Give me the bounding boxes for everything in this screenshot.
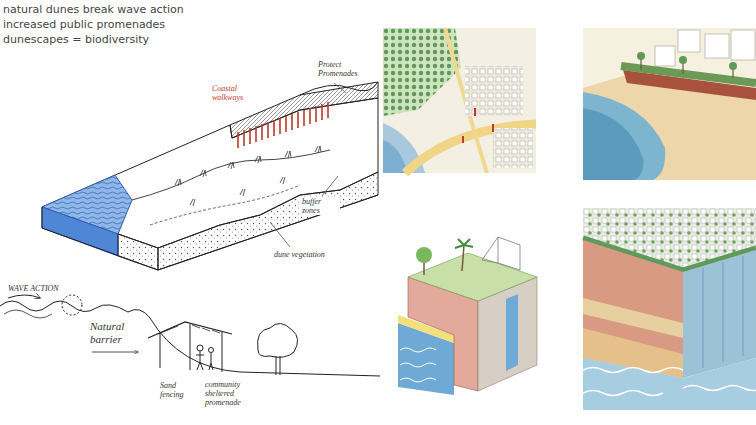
coastal-map-painting-part bbox=[463, 108, 493, 143]
beach-cliff-painting-part bbox=[678, 30, 700, 52]
block-edge bbox=[42, 195, 378, 270]
coastal-map-painting-part bbox=[405, 124, 536, 173]
beach-cliff-painting-part bbox=[583, 92, 665, 180]
section-painting-part bbox=[423, 261, 425, 275]
underline-arrow bbox=[92, 352, 138, 353]
dashed-circle bbox=[62, 295, 82, 315]
coastal-map-painting-part bbox=[383, 28, 536, 173]
dune-ridge bbox=[132, 150, 330, 200]
section-painting-part bbox=[455, 239, 473, 248]
city-cliff-painting-part bbox=[583, 368, 756, 396]
city-cliff-painting-part bbox=[683, 250, 756, 378]
wave-line bbox=[4, 310, 52, 318]
dune-vegetation-marks-part bbox=[280, 177, 285, 184]
promenade-curve bbox=[300, 82, 378, 95]
sketch-label: buffer zones bbox=[300, 197, 340, 215]
dune-vegetation-marks-part bbox=[285, 151, 291, 158]
dune-vegetation-marks-part bbox=[175, 179, 181, 186]
dune-vegetation-marks-part bbox=[190, 199, 195, 206]
sand-fence bbox=[238, 102, 328, 148]
water-face bbox=[42, 207, 118, 256]
sand-face-right bbox=[158, 172, 378, 270]
tree-crown bbox=[258, 323, 298, 357]
beach-cliff-painting bbox=[583, 28, 756, 180]
person bbox=[196, 351, 204, 370]
section-painting-part bbox=[400, 348, 436, 382]
coastal-map-painting-part bbox=[383, 140, 407, 173]
leader-line bbox=[270, 222, 290, 247]
sand-face-left bbox=[118, 234, 158, 270]
beach-cliff-painting-part bbox=[583, 108, 643, 180]
person bbox=[209, 353, 213, 370]
beach-cliff-painting-part bbox=[583, 28, 756, 180]
coastal-map-painting bbox=[383, 28, 536, 173]
beach-cliff-painting-part bbox=[705, 34, 729, 58]
pergola-hatch bbox=[158, 325, 220, 334]
dune-block-sketch bbox=[42, 82, 378, 270]
coastal-map-painting-part bbox=[493, 128, 533, 168]
sketch-label: community sheltered promenade bbox=[205, 380, 267, 408]
bullet-note: natural dunes break wave action bbox=[3, 4, 184, 17]
city-cliff-painting-part bbox=[703, 256, 743, 368]
tree-trunk bbox=[276, 356, 280, 375]
coastal-map-painting-part bbox=[465, 66, 523, 116]
dune-ridge bbox=[150, 185, 300, 225]
leader-line bbox=[322, 176, 338, 196]
sketch-label: dune vegetation bbox=[274, 250, 334, 259]
sand-fence-part bbox=[238, 102, 328, 148]
pergola-post bbox=[160, 324, 222, 372]
dune-vegetation-marks-part bbox=[200, 170, 206, 177]
city-cliff-painting-part bbox=[583, 358, 756, 410]
bullet-note: increased public promenades bbox=[3, 19, 165, 32]
leader-line bbox=[334, 83, 346, 93]
sketch-label: Sand fencing bbox=[160, 381, 200, 399]
section-sketch bbox=[0, 295, 380, 376]
city-cliff-painting-part bbox=[583, 240, 683, 378]
beach-cliff-painting-part bbox=[729, 62, 737, 70]
city-cliff-painting bbox=[583, 208, 756, 410]
wave-arrow bbox=[8, 295, 40, 298]
bullet-note: dunescapes = biodiversity bbox=[3, 34, 149, 47]
sketch-label: Protect Promenades bbox=[318, 60, 376, 78]
dune-vegetation-marks-part bbox=[228, 162, 234, 169]
person bbox=[197, 345, 203, 351]
section-painting bbox=[398, 237, 537, 395]
beach-cliff-painting-part bbox=[679, 56, 687, 64]
sketch-label: WAVE ACTION bbox=[8, 284, 59, 293]
dune-vegetation-marks-part bbox=[240, 189, 245, 196]
beach-cliff-painting-part bbox=[637, 52, 645, 60]
dune-vegetation-marks-part bbox=[255, 156, 261, 163]
sketch-label: Natural barrier bbox=[90, 320, 142, 345]
beach-cliff-painting-part bbox=[641, 58, 733, 78]
sketch-label: Coastal walkways bbox=[212, 84, 258, 102]
ground-line bbox=[128, 310, 380, 376]
section-painting-part bbox=[462, 245, 464, 271]
person bbox=[209, 348, 214, 353]
section-painting-part bbox=[482, 237, 520, 270]
section-painting-part bbox=[416, 247, 432, 263]
section-painting-part bbox=[506, 294, 518, 371]
beach-cliff-painting-part bbox=[655, 46, 675, 66]
beach-cliff-painting-part bbox=[731, 30, 755, 60]
dune-vegetation-marks-part bbox=[315, 146, 321, 153]
